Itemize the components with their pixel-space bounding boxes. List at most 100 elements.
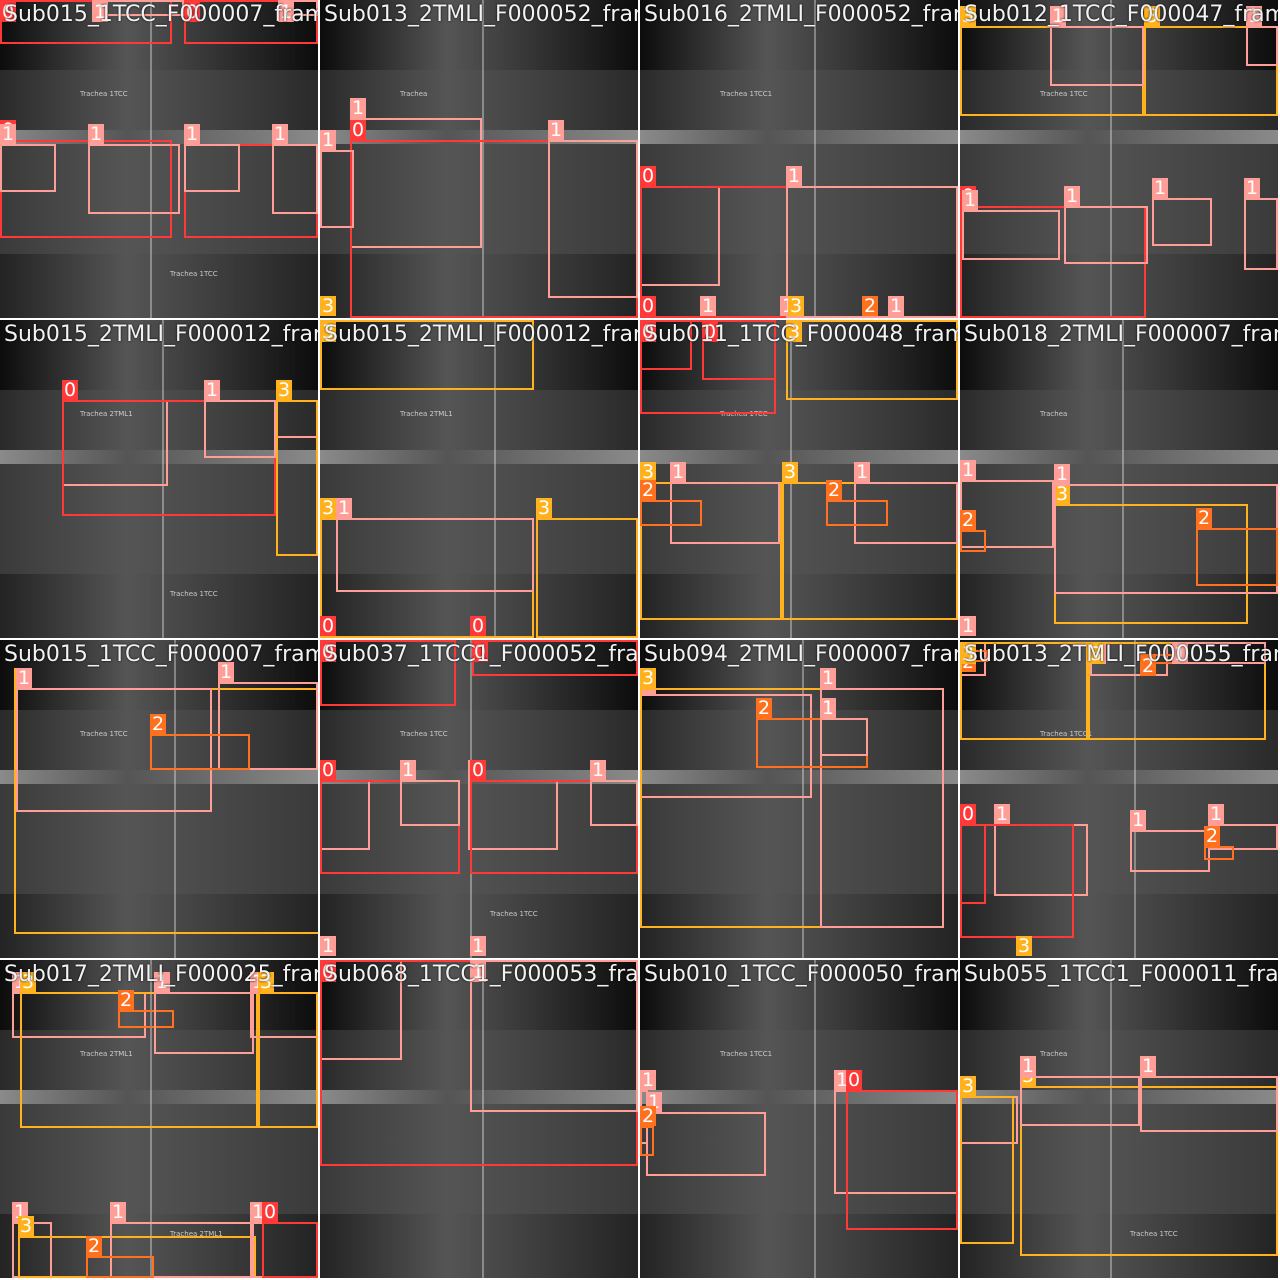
class-label-tag: 1 (700, 295, 717, 317)
detection-box: 1 (92, 0, 184, 22)
image-texture-band (320, 784, 638, 894)
tile-filename: Sub015_2TMLI_F000012_frame077.png (4, 322, 318, 347)
image-texture-band (320, 1030, 638, 1090)
detection-box: 1 (320, 130, 354, 228)
detection-box: 1 (1064, 186, 1148, 264)
class-label-tag: 1 (154, 971, 171, 993)
class-label-tag: 1 (590, 759, 607, 781)
class-label-tag: 0 (640, 165, 657, 187)
image-texture-band (640, 1090, 958, 1104)
class-label-tag: 1 (820, 697, 837, 719)
tile-seam (802, 640, 804, 958)
class-label-tag: 1 (994, 803, 1011, 825)
image-annotation-text: Trachea 1TCC1 (720, 90, 773, 98)
image-texture-band (640, 640, 958, 710)
image-texture-band (640, 0, 958, 70)
class-label-tag: 1 (278, 1, 295, 23)
image-texture-band (0, 574, 318, 638)
image-annotation-text: Trachea 1TCC (720, 410, 768, 418)
image-texture-band (0, 464, 318, 574)
tile-filename: Sub011_1TCC_F000048_frame014.png (644, 322, 958, 347)
image-texture-band (960, 770, 1278, 784)
detection-box: 1 (320, 936, 337, 958)
image-texture-band (0, 1090, 318, 1104)
mosaic-tile: Trachea 1TCC3112Sub015_1TCC_F000007_fram… (0, 640, 318, 958)
tile-filename: Sub012_1TCC_F000047_frame024.png (964, 2, 1278, 27)
image-texture-band (960, 1090, 1278, 1104)
detection-box: 1 (16, 668, 212, 812)
image-texture-band (960, 1030, 1278, 1090)
detection-box: 1 (278, 0, 318, 22)
class-label-tag: 2 (960, 509, 977, 531)
tile-seam (482, 0, 484, 318)
class-label-tag: 3 (1144, 5, 1161, 27)
class-label-tag: 1 (1054, 463, 1071, 485)
tile-filename: Sub015_2TMLI_F000012_frame016.png (324, 322, 638, 347)
detection-box: 2 (862, 296, 879, 318)
class-label-tag: 0 (472, 641, 489, 663)
image-texture-band (320, 70, 638, 130)
class-label-tag: 1 (670, 461, 687, 483)
image-annotation-text: Trachea 2TML1 (400, 410, 453, 418)
detection-box: 0 (702, 320, 776, 380)
image-texture-band (320, 450, 638, 464)
image-texture-band (0, 254, 318, 318)
image-texture-band (640, 130, 958, 144)
class-label-tag: 0 (184, 1, 201, 23)
class-label-tag: 1 (350, 97, 367, 119)
class-label-tag: 0 (320, 961, 337, 983)
class-label-tag: 3 (960, 5, 977, 27)
tile-seam (1110, 960, 1112, 1278)
detection-box: 3 (320, 320, 534, 390)
tile-seam (1122, 320, 1124, 638)
detection-box: 1 (1050, 6, 1144, 86)
image-texture-band (960, 894, 1278, 958)
mosaic-tile: Trachea10113Sub013_2TMLI_F000052_frame01… (320, 0, 638, 318)
detection-box: 1 (854, 462, 958, 544)
class-label-tag: 1 (218, 661, 235, 683)
mosaic-tile: 101Sub068_1TCC1_F000053_frame010.png (320, 960, 638, 1278)
mosaic-tile: Trachea 1TCC112313210101123Sub013_2TMLI_… (960, 640, 1278, 958)
class-label-tag: 0 (960, 803, 977, 825)
image-texture-band (0, 1030, 318, 1090)
class-label-tag: 1 (1064, 185, 1081, 207)
detection-box: 0 (470, 616, 487, 638)
detection-box: 0 (472, 640, 638, 676)
class-label-tag: 1 (470, 961, 487, 983)
image-texture-band (0, 320, 318, 390)
image-texture-band (640, 144, 958, 254)
class-label-tag: 2 (118, 989, 135, 1011)
tile-seam (1110, 0, 1112, 318)
class-label-tag: 1 (548, 119, 565, 141)
image-annotation-text: Trachea 1TCC (80, 90, 128, 98)
detection-box: 1 (548, 120, 638, 298)
image-annotation-text: Trachea 2TML1 (80, 1050, 133, 1058)
tile-seam (482, 960, 484, 1278)
image-annotation-text: Trachea (1040, 1050, 1068, 1058)
class-label-tag: 3 (276, 379, 293, 401)
tile-seam (494, 320, 496, 638)
image-annotation-text: Trachea 1TCC (400, 730, 448, 738)
class-label-tag: 1 (320, 935, 337, 957)
class-label-tag: 3 (1088, 643, 1105, 665)
tile-seam (150, 0, 152, 318)
image-texture-band (320, 1104, 638, 1214)
tile-seam (150, 960, 152, 1278)
detection-box: 0 (184, 0, 318, 44)
detection-box: 1 (820, 698, 868, 756)
detection-box: 0 (640, 320, 692, 370)
image-texture-band (0, 450, 318, 464)
detection-box: 3 (258, 972, 318, 1128)
image-texture-band (0, 640, 318, 710)
tile-filename: Sub018_2TMLI_F000007_frame013.png (964, 322, 1278, 347)
detection-box: 0 (350, 120, 638, 318)
detection-box: 2 (86, 1236, 154, 1278)
detection-box: 1 (470, 960, 638, 1112)
detection-box: 1 (1244, 178, 1278, 270)
image-texture-band (960, 320, 1278, 390)
class-label-tag: 1 (400, 759, 417, 781)
image-texture-band (0, 70, 318, 130)
detection-box: 0 (262, 1202, 318, 1278)
